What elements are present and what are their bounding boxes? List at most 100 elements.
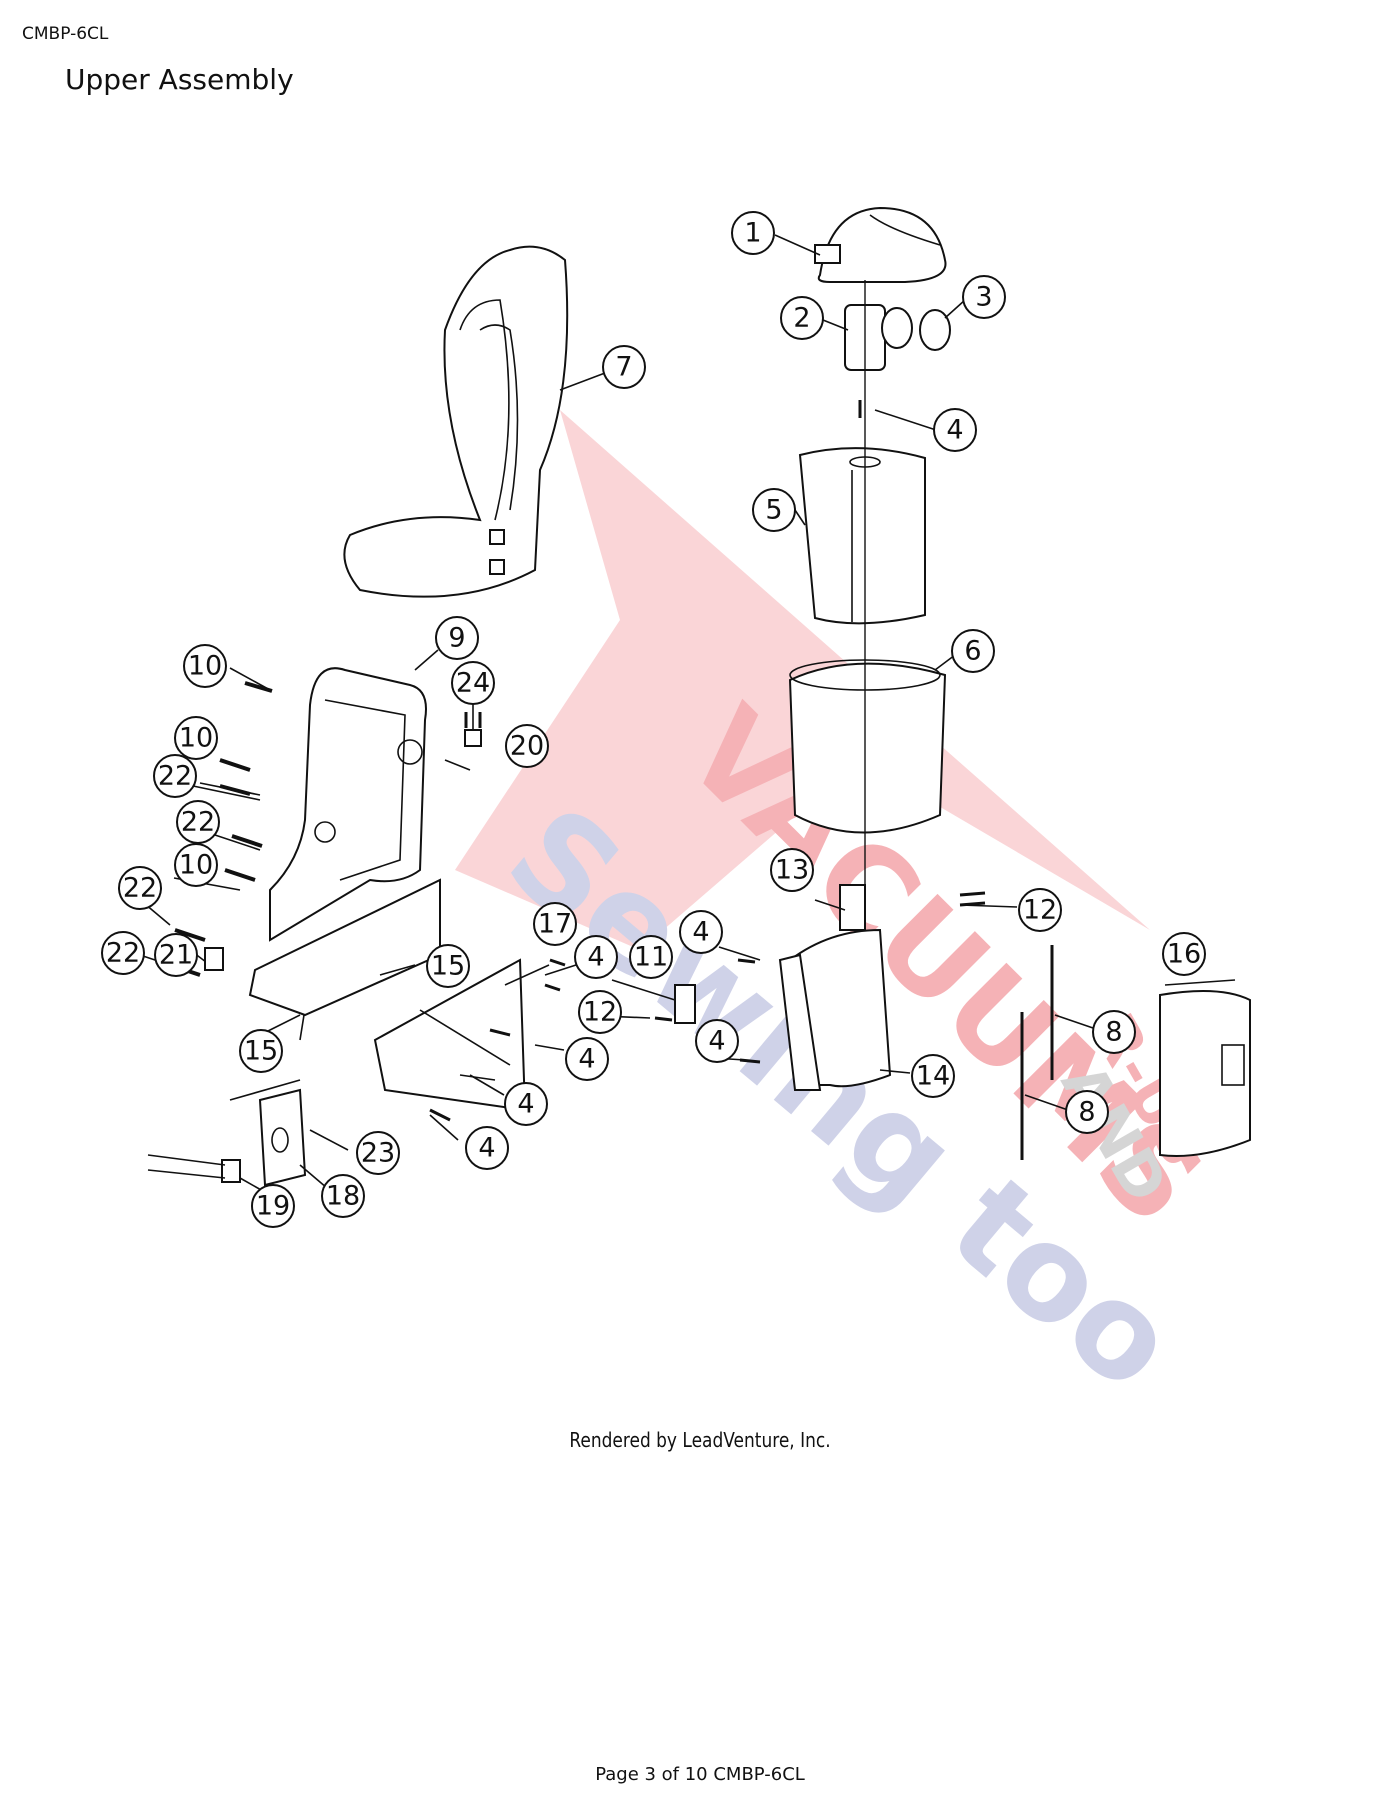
- svg-text:10: 10: [179, 723, 213, 754]
- svg-text:7: 7: [615, 352, 632, 383]
- callout-10c: 10: [174, 843, 218, 887]
- svg-text:4: 4: [946, 415, 963, 446]
- callout-11: 11: [629, 935, 673, 979]
- screw: [489, 1028, 511, 1037]
- svg-text:3: 3: [975, 282, 992, 313]
- callout-24: 24: [451, 661, 495, 705]
- part-filter: [798, 447, 926, 625]
- svg-text:14: 14: [916, 1061, 950, 1092]
- screw: [219, 758, 251, 772]
- callout-10b: 10: [174, 716, 218, 760]
- svg-text:17: 17: [538, 909, 572, 940]
- svg-text:4: 4: [517, 1089, 534, 1120]
- callout-15a: 15: [426, 944, 470, 988]
- svg-text:4: 4: [587, 942, 604, 973]
- callout-12b: 12: [1018, 888, 1062, 932]
- part-top-cover: [814, 206, 947, 283]
- svg-text:22: 22: [123, 873, 157, 904]
- svg-text:5: 5: [765, 495, 782, 526]
- callout-3: 3: [962, 275, 1006, 319]
- callout-22c: 22: [118, 866, 162, 910]
- render-credit: Rendered by LeadVenture, Inc.: [569, 1428, 831, 1452]
- callout-13: 13: [770, 848, 814, 892]
- callout-4e: 4: [465, 1126, 509, 1170]
- switch-20: [464, 729, 482, 747]
- screw: [959, 891, 986, 897]
- svg-text:21: 21: [159, 940, 193, 971]
- svg-text:12: 12: [1023, 895, 1057, 926]
- svg-text:23: 23: [361, 1138, 395, 1169]
- svg-text:4: 4: [478, 1133, 495, 1164]
- svg-text:4: 4: [708, 1026, 725, 1057]
- part-motor-housing: [778, 884, 892, 1091]
- svg-text:16: 16: [1167, 939, 1201, 970]
- callout-7: 7: [602, 345, 646, 389]
- svg-text:2: 2: [793, 303, 810, 334]
- svg-text:20: 20: [510, 731, 544, 762]
- callout-8a: 8: [1092, 1010, 1136, 1054]
- callout-22d: 22: [101, 931, 145, 975]
- svg-text:19: 19: [256, 1191, 290, 1222]
- screw: [959, 901, 986, 907]
- svg-text:12: 12: [583, 997, 617, 1028]
- svg-text:24: 24: [456, 668, 490, 699]
- svg-text:18: 18: [326, 1181, 360, 1212]
- callout-19: 19: [251, 1184, 295, 1228]
- part-tank: [788, 659, 947, 834]
- svg-text:9: 9: [448, 623, 465, 654]
- svg-text:10: 10: [179, 850, 213, 881]
- svg-text:10: 10: [188, 651, 222, 682]
- callout-4: 4: [933, 408, 977, 452]
- svg-text:11: 11: [634, 942, 668, 973]
- svg-text:15: 15: [431, 951, 465, 982]
- part-frame-base: [248, 878, 441, 1041]
- part-backpack-frame: [269, 667, 427, 971]
- part-harness: [343, 245, 569, 598]
- part-side-cover: [1159, 979, 1251, 1157]
- callout-12a: 12: [578, 990, 622, 1034]
- page-footer: Page 3 of 10 CMBP-6CL: [595, 1764, 805, 1785]
- part-connector: [674, 984, 696, 1024]
- callout-2: 2: [780, 296, 824, 340]
- document-code: CMBP-6CL: [22, 24, 109, 44]
- callout-20: 20: [505, 724, 549, 768]
- callout-4b: 4: [574, 935, 618, 979]
- callout-5: 5: [752, 488, 796, 532]
- screw: [739, 1058, 761, 1064]
- callout-15b: 15: [239, 1029, 283, 1073]
- part-elbow-fitting: [844, 304, 951, 371]
- callout-4c: 4: [565, 1037, 609, 1081]
- part-switch-plate: [147, 1079, 307, 1187]
- svg-text:22: 22: [106, 938, 140, 969]
- screw: [224, 868, 256, 882]
- screw: [219, 784, 251, 796]
- callout-18: 18: [321, 1174, 365, 1218]
- switch-21: [204, 947, 224, 971]
- svg-text:4: 4: [692, 917, 709, 948]
- svg-text:8: 8: [1078, 1097, 1095, 1128]
- callout-4f: 4: [679, 910, 723, 954]
- page-title: Upper Assembly: [65, 63, 294, 96]
- svg-text:4: 4: [578, 1044, 595, 1075]
- screw: [244, 681, 273, 693]
- svg-text:6: 6: [964, 636, 981, 667]
- screw: [549, 958, 566, 967]
- callout-4g: 4: [695, 1019, 739, 1063]
- screw: [737, 958, 756, 964]
- callout-9: 9: [435, 616, 479, 660]
- svg-text:22: 22: [158, 761, 192, 792]
- callout-22b: 22: [176, 800, 220, 844]
- screw: [231, 834, 263, 848]
- callout-4d: 4: [504, 1082, 548, 1126]
- svg-text:8: 8: [1105, 1017, 1122, 1048]
- callout-6: 6: [951, 629, 995, 673]
- callout-8b: 8: [1065, 1090, 1109, 1134]
- svg-text:15: 15: [244, 1036, 278, 1067]
- callout-16: 16: [1162, 932, 1206, 976]
- callout-21: 21: [154, 933, 198, 977]
- svg-text:13: 13: [775, 855, 809, 886]
- callout-14: 14: [911, 1054, 955, 1098]
- callout-10a: 10: [183, 644, 227, 688]
- screw: [429, 1108, 451, 1122]
- screw: [654, 1016, 673, 1022]
